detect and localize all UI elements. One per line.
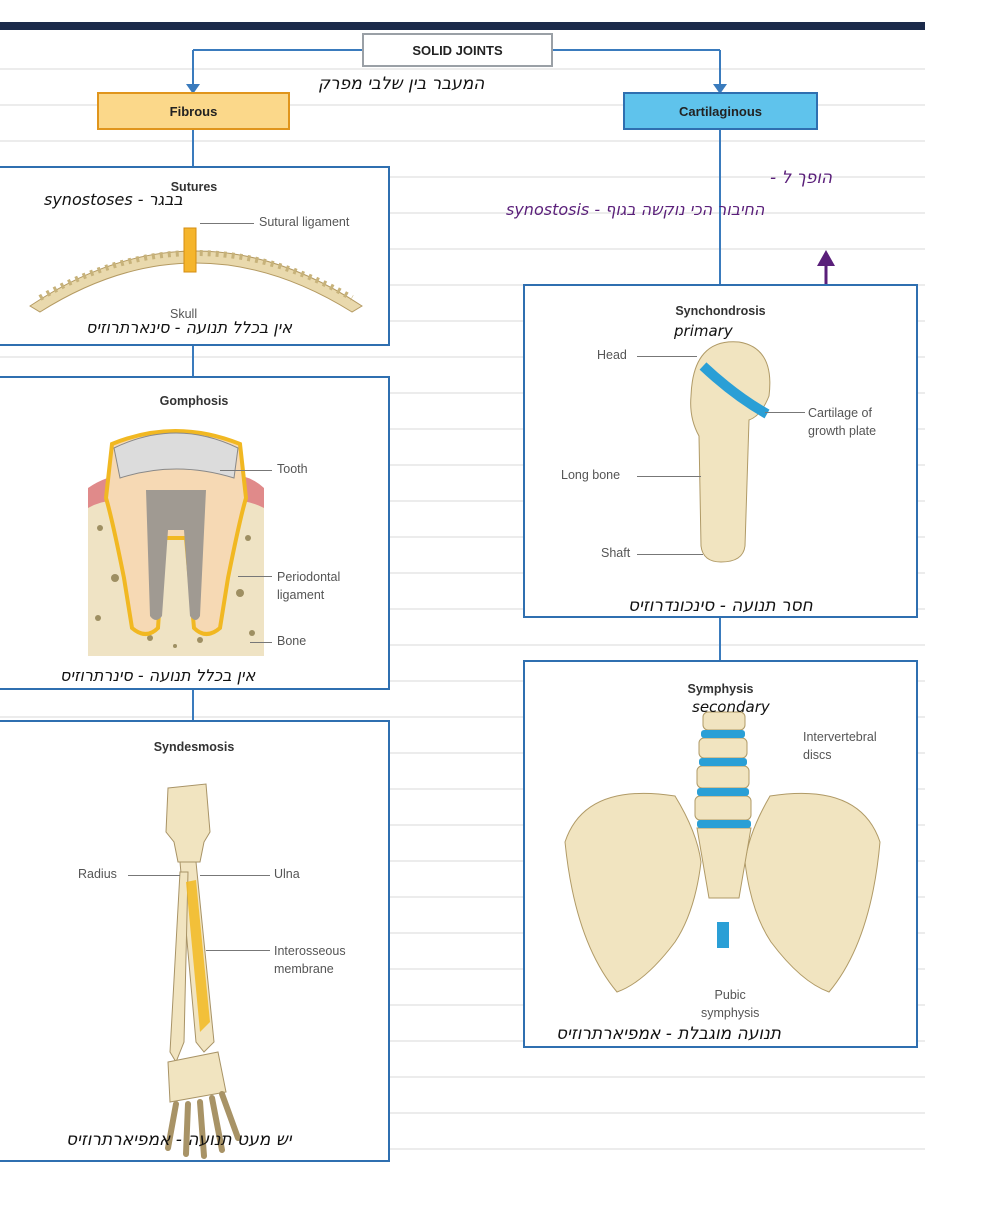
interosseous-leader <box>206 950 270 951</box>
skull-label: Skull <box>170 307 198 321</box>
note-syndes-bottom: יש מעט תנועה - אמפיארתרוזיס <box>66 1130 292 1150</box>
note-synch-primary: primary <box>674 322 733 340</box>
shaft-leader <box>637 554 703 555</box>
tooth-leader <box>220 470 272 471</box>
sutures-panel: Sutures Sutural ligament Skull <box>0 166 390 346</box>
pelvis-illustration <box>564 711 881 993</box>
radius-label: Radius <box>78 867 117 881</box>
shaft-label: Shaft <box>601 546 631 560</box>
note-sutures-synostoses: synostoses - בבגר <box>44 190 183 209</box>
bone-label: Bone <box>277 634 307 648</box>
note-symph-secondary: secondary <box>692 698 770 716</box>
intervertebral-discs-label: Intervertebral discs <box>803 730 877 762</box>
forearm-illustration <box>165 783 241 1159</box>
pubic-symphysis-label: Pubic symphysis <box>701 988 760 1020</box>
periodontal-leader <box>238 576 272 577</box>
gomphosis-panel: Gomphosis Tooth Periodontal ligament Bon… <box>0 376 390 690</box>
long-bone-illustration <box>690 341 771 563</box>
sutural-ligament-label: Sutural ligament <box>259 215 350 229</box>
ulna-leader <box>200 875 270 876</box>
solid-joints-header: SOLID JOINTS <box>362 33 553 67</box>
symphysis-panel: Symphysis Intervertebral discs Pubic sym… <box>523 660 918 1048</box>
radius-leader <box>128 875 180 876</box>
long-bone-leader <box>637 476 701 477</box>
note-gomph-bottom: אין בכלל תנועה - סינרתרוזיס <box>60 666 256 685</box>
symphysis-title: Symphysis <box>687 682 754 696</box>
head-leader <box>637 356 697 357</box>
tooth-illustration <box>88 429 264 656</box>
interosseous-label: Interosseous membrane <box>274 944 346 976</box>
ulna-label: Ulna <box>274 867 300 881</box>
cartilage-leader <box>765 412 805 413</box>
note-sutures-bottom: אין בכלל תנועה - סינארתרוזיס <box>86 318 292 337</box>
cartilaginous-header: Cartilaginous <box>623 92 818 130</box>
sutural-ligament-leader <box>200 223 254 224</box>
cartilage-label: Cartilage of growth plate <box>808 406 877 438</box>
sutures-title: Sutures <box>170 180 218 194</box>
synchondrosis-title: Synchondrosis <box>675 304 766 318</box>
note-symph-bottom: תנועה מוגבלת - אמפיארתרוזיס <box>556 1024 781 1044</box>
note-root: המעבר בין שלבי מפרק <box>318 74 485 94</box>
syndesmosis-title: Syndesmosis <box>153 740 235 754</box>
gomphosis-title: Gomphosis <box>159 394 229 408</box>
fibrous-header: Fibrous <box>97 92 290 130</box>
bone-leader <box>250 642 272 643</box>
long-bone-label: Long bone <box>561 468 621 482</box>
skull-illustration <box>29 227 363 313</box>
tooth-label: Tooth <box>277 462 308 476</box>
head-label: Head <box>597 348 627 362</box>
synchondrosis-panel: Synchondrosis Head Cartilage of growth p… <box>523 284 918 618</box>
note-cart-top: - הופך ל <box>770 168 833 188</box>
note-cart-mid: synostosis - החיבור הכי נוקשה בגוף <box>506 200 765 219</box>
note-synch-bottom: חסר תנועה - סינכונדרוזיס <box>628 596 813 616</box>
syndesmosis-panel: Syndesmosis Radius Ulna Interosseous mem… <box>0 720 390 1162</box>
top-bar <box>0 22 925 30</box>
periodontal-label: Periodontal ligament <box>277 570 341 602</box>
